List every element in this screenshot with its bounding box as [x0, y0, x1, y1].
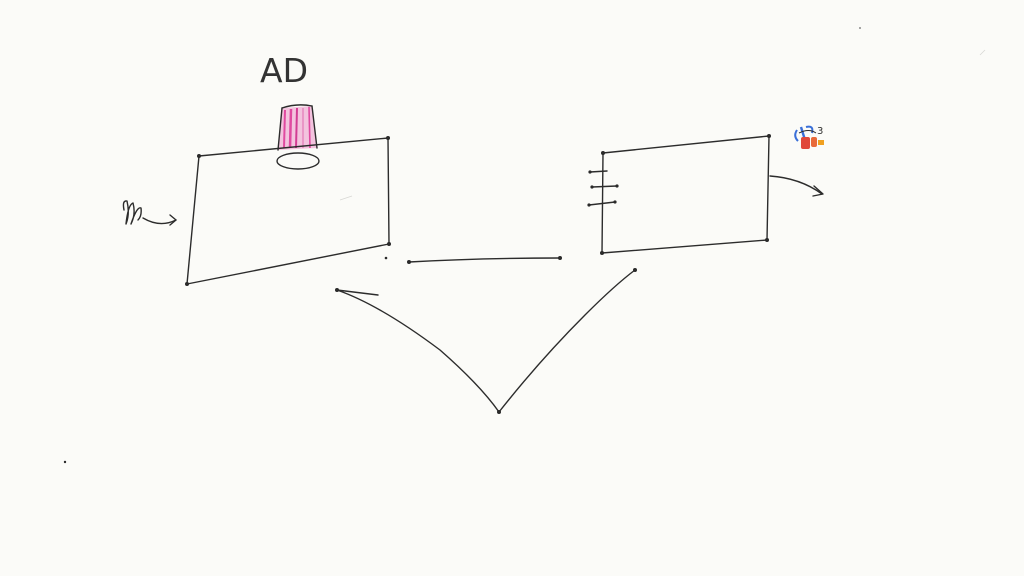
- corner-dot: [765, 238, 769, 242]
- top-label: AD: [260, 51, 308, 90]
- pink-cylinder-sketch: [276, 104, 320, 170]
- arrow-right-box: [769, 175, 824, 197]
- line-end-dot: [407, 260, 411, 264]
- faint-mark: [339, 195, 353, 201]
- connector-line: [408, 257, 561, 263]
- corner-dot: [386, 136, 390, 140]
- v-vertex-dot: [497, 410, 501, 414]
- corner-dot: [185, 282, 189, 286]
- v-end-dot: [335, 288, 339, 292]
- tick-marks: [587, 170, 619, 207]
- faint-mark: [979, 49, 986, 56]
- right-box: [601, 135, 770, 254]
- paper-speck: [859, 27, 861, 29]
- v-shape: [336, 269, 636, 413]
- scribble-arrow-left: [122, 200, 177, 226]
- paper-speck: [63, 460, 67, 464]
- v-end-dot: [633, 268, 637, 272]
- line-end-dot: [558, 256, 562, 260]
- corner-dot: [767, 134, 771, 138]
- v-tick: [336, 289, 379, 296]
- colored-marker-scribble: [794, 125, 824, 149]
- corner-dot: [600, 251, 604, 255]
- corner-dot: [387, 242, 391, 246]
- corner-dot: [601, 151, 605, 155]
- corner-dot: [197, 154, 201, 158]
- small-dot: [384, 256, 388, 260]
- small-label: 3: [817, 126, 823, 137]
